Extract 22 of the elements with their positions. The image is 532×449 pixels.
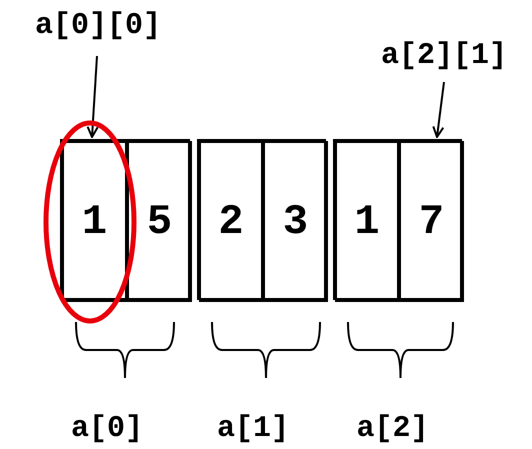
cell-value: 5	[146, 198, 172, 246]
index-label: a[2][1]	[380, 39, 508, 73]
array-row-box	[333, 139, 462, 300]
cell-value: 2	[218, 198, 244, 246]
index-label: a[2]	[356, 412, 428, 446]
index-label: a[0][0]	[34, 9, 162, 43]
cell-value: 3	[282, 198, 308, 246]
array-row-box	[60, 139, 190, 300]
index-label: a[0]	[71, 412, 143, 446]
array-cell	[62, 141, 127, 302]
array-cell	[199, 141, 263, 302]
cell-value: 7	[418, 198, 444, 246]
arrow	[432, 82, 445, 138]
array-cell	[335, 141, 399, 302]
cell-value: 1	[82, 198, 108, 246]
cell-value: 1	[354, 198, 380, 246]
array-cell	[263, 141, 328, 302]
array-row-box	[197, 139, 326, 300]
array-cell	[399, 141, 464, 302]
index-label: a[1]	[217, 412, 289, 446]
array-cell	[127, 141, 192, 302]
arrow	[86, 56, 99, 138]
